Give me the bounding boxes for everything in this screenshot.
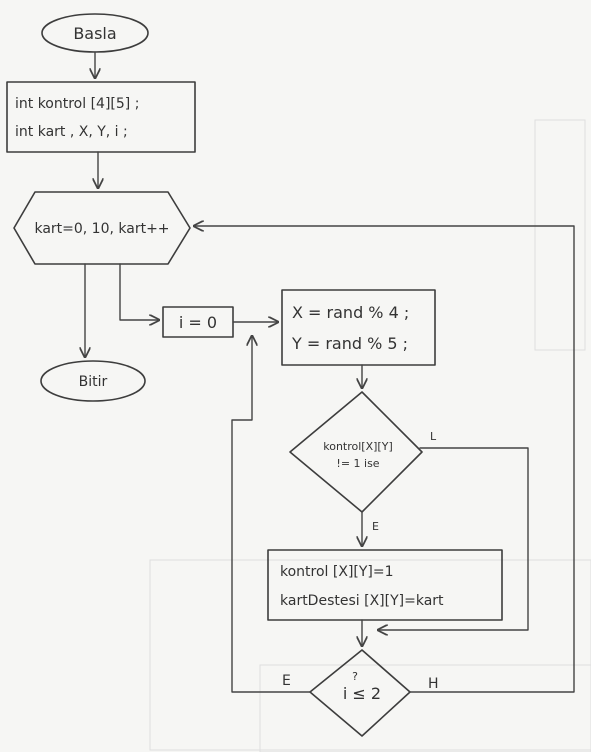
check-label: i ≤ 2 [343,684,381,703]
condition-line-1: kontrol[X][Y] [323,440,392,453]
edge-check-yes-loop [231,336,311,693]
condition-diamond: kontrol[X][Y] != 1 ise [289,391,423,513]
edge-label-check-no: H [428,676,439,692]
condition-line-2: != 1 ise [336,457,379,470]
start-label: Basla [73,24,116,43]
assignment-line-1: kontrol [X][Y]=1 [280,564,394,580]
end-terminal: Bitir [40,360,146,402]
edge-label-check-yes: E [282,673,291,689]
random-line-2: Y = rand % 5 ; [291,334,408,353]
edge-label-condition-yes: E [372,520,379,533]
edge-label-condition-tick: L [430,430,437,443]
start-terminal: Basla [41,13,149,53]
loop-label: kart=0, 10, kart++ [34,221,169,237]
check-diamond: i ≤ 2 ? [309,649,411,737]
loop-hexagon: kart=0, 10, kart++ [13,191,191,265]
declaration-line-1: int kontrol [4][5] ; [15,96,139,112]
background-ghost-lines [149,119,591,752]
edge-condition-no [378,447,529,630]
init-i-box: i = 0 [162,306,234,338]
edge-loop-to-init-i [119,263,159,320]
random-line-1: X = rand % 4 ; [292,303,409,322]
end-label: Bitir [79,374,108,390]
edges [85,51,575,693]
edge-check-no-to-loop [194,226,575,693]
assignment-line-2: kartDestesi [X][Y]=kart [280,593,444,609]
init-i-label: i = 0 [179,313,217,332]
check-question-mark: ? [352,670,358,683]
assignment-box: kontrol [X][Y]=1 kartDestesi [X][Y]=kart [267,549,503,621]
random-box: X = rand % 4 ; Y = rand % 5 ; [281,289,436,366]
declaration-box: int kontrol [4][5] ; int kart , X, Y, i … [6,81,196,153]
declaration-line-2: int kart , X, Y, i ; [15,124,128,140]
